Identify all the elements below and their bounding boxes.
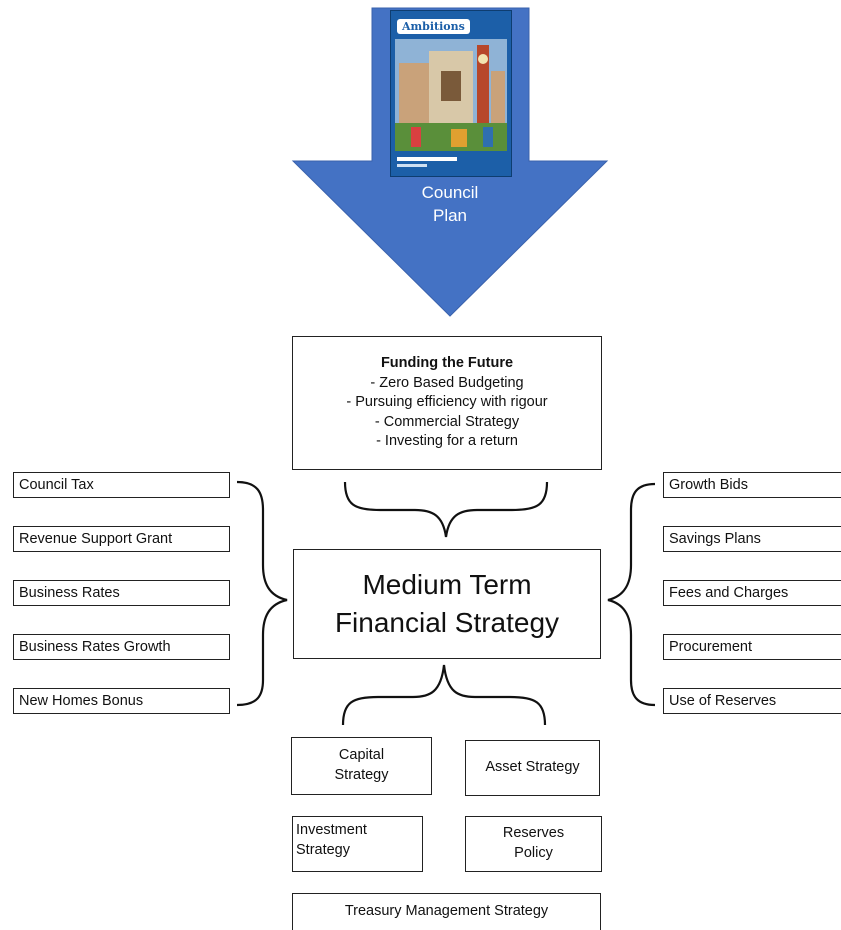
left-item-revenue-support-grant: Revenue Support Grant (13, 526, 230, 552)
left-brace (236, 480, 288, 707)
capital-line1: Capital (338, 747, 385, 764)
left-item-label: Business Rates (19, 585, 120, 601)
capital-line2: Strategy (334, 767, 389, 783)
top-brace (343, 481, 549, 538)
funding-item-1: - Zero Based Budgeting (370, 374, 524, 391)
left-item-council-tax: Council Tax (13, 472, 230, 498)
arrow-label-line2: Plan (432, 205, 468, 225)
asset-label: Asset Strategy (485, 759, 580, 776)
arrow-label-line1: Council (421, 183, 479, 202)
left-item-label: New Homes Bonus (19, 693, 144, 709)
right-item-label: Use of Reserves (669, 693, 777, 709)
investment-line1: Investment (296, 822, 367, 838)
funding-item-3: - Commercial Strategy (374, 413, 520, 430)
bottom-brace (341, 664, 547, 726)
left-item-business-rates: Business Rates (13, 580, 230, 606)
left-item-label: Revenue Support Grant (19, 531, 173, 547)
right-brace (607, 482, 656, 707)
asset-strategy-box: Asset Strategy (465, 740, 600, 796)
reserves-policy-box: Reserves Policy (465, 816, 602, 872)
cover-illustration (391, 11, 511, 176)
right-item-savings-plans: Savings Plans (663, 526, 841, 552)
center-line1: Medium Term (362, 569, 532, 601)
capital-strategy-box: Capital Strategy (291, 737, 432, 795)
right-item-label: Savings Plans (669, 531, 761, 547)
funding-title: Funding the Future (380, 355, 514, 372)
treasury-management-strategy-box: Treasury Management Strategy (292, 893, 601, 930)
council-plan-cover-image: Ambitions (390, 10, 512, 177)
funding-item-4: - Investing for a return (376, 433, 518, 450)
left-item-new-homes-bonus: New Homes Bonus (13, 688, 230, 714)
cover-title: Ambitions (397, 19, 470, 34)
right-item-label: Fees and Charges (669, 585, 789, 601)
right-item-procurement: Procurement (663, 634, 841, 660)
investment-strategy-box: Investment Strategy (292, 816, 423, 872)
right-item-growth-bids: Growth Bids (663, 472, 841, 498)
right-item-label: Procurement (669, 639, 753, 655)
center-line2: Financial Strategy (334, 607, 560, 638)
reserves-line2: Policy (514, 845, 553, 861)
left-item-business-rates-growth: Business Rates Growth (13, 634, 230, 660)
medium-term-financial-strategy-box: Medium Term Financial Strategy (293, 549, 601, 659)
left-item-label: Business Rates Growth (19, 639, 171, 655)
reserves-line1: Reserves (502, 825, 565, 842)
right-item-label: Growth Bids (669, 477, 748, 493)
right-item-fees-and-charges: Fees and Charges (663, 580, 841, 606)
funding-item-2: - Pursuing efficiency with rigour (346, 394, 548, 411)
arrow-label: Council Plan (400, 182, 500, 228)
funding-the-future-box: Funding the Future - Zero Based Budgetin… (292, 336, 602, 470)
treasury-label: Treasury Management Strategy (344, 903, 549, 920)
left-item-label: Council Tax (19, 477, 94, 493)
right-item-use-of-reserves: Use of Reserves (663, 688, 841, 714)
investment-line2: Strategy (296, 841, 350, 858)
